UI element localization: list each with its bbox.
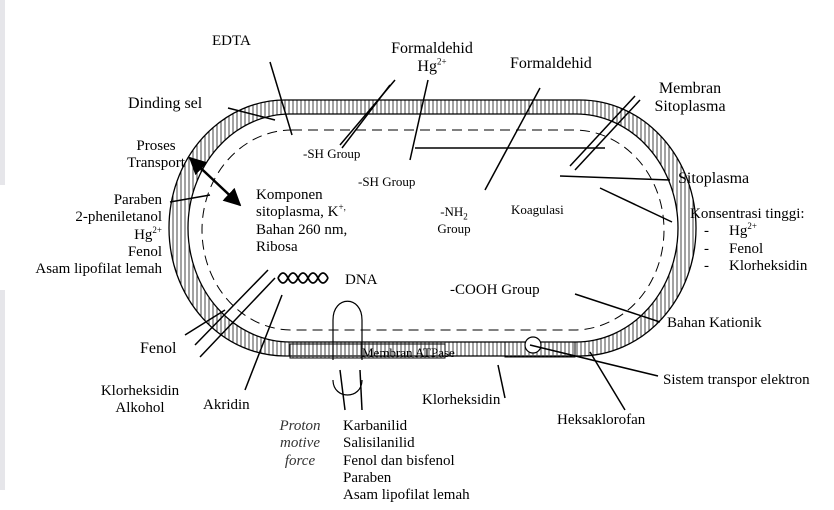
label-hg-left: Hg bbox=[134, 227, 152, 243]
label-konsentrasi-hg: Hg bbox=[729, 223, 747, 239]
label-nh2-group: -NH2 Group bbox=[430, 205, 478, 237]
label-komponen-2: sitoplasma, K bbox=[256, 204, 339, 220]
label-formaldehid-1: Formaldehid bbox=[382, 40, 482, 58]
label-komponen: Komponen sitoplasma, K+, Bahan 260 nm, R… bbox=[256, 187, 347, 256]
label-akridin: Akridin bbox=[203, 397, 250, 414]
label-sistem-transpor: Sistem transpor elektron bbox=[663, 372, 810, 389]
label-hg-top: Hg bbox=[417, 58, 437, 75]
label-koagulasi: Koagulasi bbox=[511, 203, 564, 218]
label-fenol-bottom: Fenol bbox=[140, 340, 176, 358]
label-transport: Transport bbox=[116, 155, 196, 172]
label-force: force bbox=[270, 453, 330, 470]
label-membran-sitoplasma: Membran Sitoplasma bbox=[640, 80, 740, 117]
label-membran-atpase: Membran ATPase bbox=[362, 346, 455, 361]
label-dinding-sel: Dinding sel bbox=[128, 95, 202, 113]
label-fenol-bisfenol: Fenol dan bisfenol bbox=[343, 453, 470, 470]
label-klorheksidin-alkohol: Klorheksidin Alkohol bbox=[85, 383, 195, 418]
label-alkohol: Alkohol bbox=[85, 400, 195, 417]
label-motive: motive bbox=[270, 435, 330, 452]
label-dash-3: - bbox=[704, 258, 709, 274]
label-proses-transport: Proses Transport bbox=[116, 138, 196, 173]
label-klorheksidin-bottom: Klorheksidin bbox=[422, 392, 500, 409]
label-left-agents: Paraben 2-pheniletanol Hg2+ Fenol Asam l… bbox=[5, 192, 162, 278]
label-komponen-4: Ribosa bbox=[256, 239, 347, 256]
label-dna: DNA bbox=[345, 272, 378, 289]
label-proton: Proton bbox=[270, 418, 330, 435]
label-nh2: -NH bbox=[440, 204, 463, 219]
label-komponen-2-line: sitoplasma, K+, bbox=[256, 204, 347, 221]
label-dash-1: - bbox=[704, 223, 709, 239]
label-bahan-kationik: Bahan Kationik bbox=[667, 315, 762, 332]
label-nh2-group-word: Group bbox=[430, 222, 478, 237]
label-sitoplasma: Sitoplasma bbox=[678, 170, 749, 188]
label-konsentrasi-fenol: Fenol bbox=[729, 241, 763, 257]
label-edta: EDTA bbox=[212, 33, 251, 50]
label-konsentrasi-hg-sup: 2+ bbox=[747, 221, 757, 231]
label-cooh-group: -COOH Group bbox=[450, 282, 540, 299]
label-dash-2: - bbox=[704, 241, 709, 257]
label-karbanilid: Karbanilid bbox=[343, 418, 470, 435]
label-sh-group-1: -SH Group bbox=[303, 147, 360, 162]
label-membran: Membran bbox=[640, 80, 740, 98]
label-formaldehid-2: Formaldehid bbox=[510, 55, 592, 73]
label-komponen-1: Komponen bbox=[256, 187, 347, 204]
label-proton-motive-force: Proton motive force bbox=[270, 418, 330, 470]
label-hg-top-sup: 2+ bbox=[437, 57, 447, 67]
label-sitoplasma-mem: Sitoplasma bbox=[640, 98, 740, 116]
label-komponen-3: Bahan 260 nm, bbox=[256, 222, 347, 239]
label-salisilanilid: Salisilanilid bbox=[343, 435, 470, 452]
label-formaldehid-hg: Formaldehid Hg2+ bbox=[382, 40, 482, 77]
label-hg-left-line: Hg2+ bbox=[5, 227, 162, 244]
label-asam-lipofilat-left: Asam lipofilat lemah bbox=[5, 261, 162, 278]
label-konsentrasi: Konsentrasi tinggi: -Hg2+ -Fenol -Klorhe… bbox=[690, 206, 807, 275]
label-hg-left-sup: 2+ bbox=[152, 225, 162, 235]
label-fenol-left: Fenol bbox=[5, 244, 162, 261]
label-proses: Proses bbox=[116, 138, 196, 155]
label-konsentrasi-item-fenol: - Fenol bbox=[690, 241, 807, 258]
label-sh-group-2: -SH Group bbox=[358, 175, 415, 190]
label-asam-lipofilat-bottom: Asam lipofilat lemah bbox=[343, 487, 470, 504]
label-klorheksidin-1: Klorheksidin bbox=[85, 383, 195, 400]
label-bottom-list: Karbanilid Salisilanilid Fenol dan bisfe… bbox=[343, 418, 470, 504]
proton-loop-lower bbox=[333, 380, 362, 395]
label-konsentrasi-klor: Klorheksidin bbox=[729, 258, 807, 274]
label-pheniletanol: 2-pheniletanol bbox=[5, 209, 162, 226]
label-paraben-left: Paraben bbox=[5, 192, 162, 209]
label-heksaklorofan: Heksaklorofan bbox=[557, 412, 645, 429]
label-paraben-bottom: Paraben bbox=[343, 470, 470, 487]
label-konsentrasi-item-klor: - Klorheksidin bbox=[690, 258, 807, 275]
label-konsentrasi-item-hg: - Hg2+ bbox=[690, 223, 807, 240]
label-nh2-line: -NH2 bbox=[430, 205, 478, 222]
label-komponen-2-sup: +, bbox=[339, 202, 346, 212]
